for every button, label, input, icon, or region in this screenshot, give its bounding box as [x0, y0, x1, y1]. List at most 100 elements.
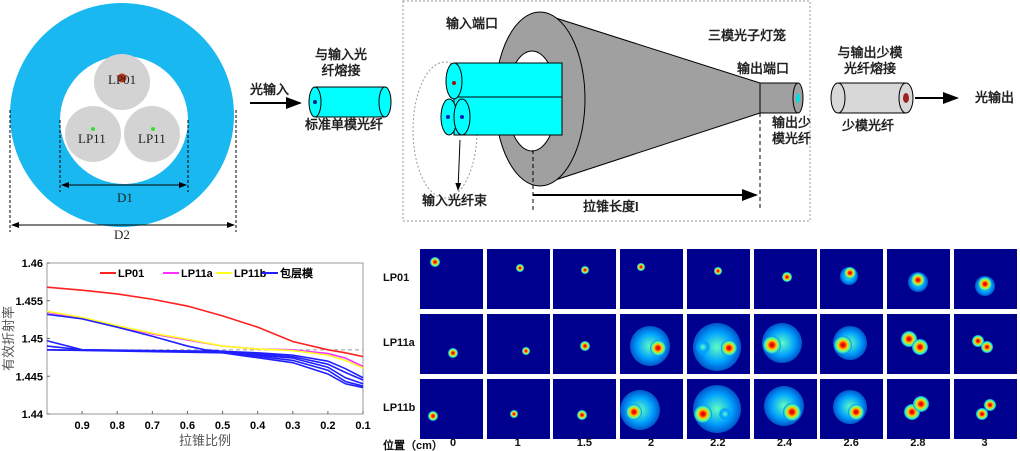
- mode-field-map: [753, 379, 817, 439]
- smf-label: 标准单模光纤: [305, 117, 384, 132]
- x-tick-label: 0.3: [285, 420, 300, 432]
- label-lp11: LP11: [78, 131, 106, 146]
- intensity-spot: [626, 404, 643, 420]
- position-label: 0: [449, 437, 457, 449]
- position-label: 2.2: [710, 437, 726, 449]
- position-label: 2.8: [910, 437, 926, 449]
- intensity-spot: [650, 340, 667, 356]
- mode-field-map: [486, 314, 550, 374]
- fmf-fiber: [830, 82, 914, 114]
- lantern-box: [402, 0, 811, 222]
- mode-row-label: LP11a: [383, 337, 415, 349]
- intensity-spot: [834, 336, 853, 354]
- mode-field-map: [820, 249, 884, 309]
- series-line-包层模: [46, 349, 364, 389]
- mode-field-map: [953, 379, 1017, 439]
- output-fmf-label-2: 模光纤: [772, 131, 812, 146]
- mode-row-label: LP01: [383, 272, 410, 284]
- x-tick-label: 0.1: [355, 420, 370, 432]
- mode-field-map: [686, 379, 750, 439]
- mode-field-map: [886, 249, 950, 309]
- mode-field-map: [953, 249, 1017, 309]
- input-port-label: 输入端口: [446, 16, 499, 31]
- core-dot: [117, 73, 127, 83]
- mode-field-map: [553, 249, 617, 309]
- intensity-spot: [430, 257, 440, 267]
- intensity-spot: [911, 339, 928, 355]
- fuse-in-label-2: 纤熔接: [321, 63, 361, 78]
- core-dot: [151, 127, 155, 131]
- mode-field-map: [753, 249, 817, 309]
- y-axis-label: 有效折射率: [1, 306, 16, 371]
- intensity-spot: [713, 267, 722, 275]
- mode-field-map: [620, 249, 684, 309]
- x-tick-label: 0.2: [320, 420, 335, 432]
- mode-field-map: [686, 249, 750, 309]
- fuse-out-label-2: 光纤熔接: [843, 61, 896, 76]
- series-line-LP11b: [46, 310, 364, 369]
- position-label: 1: [514, 437, 521, 449]
- intensity-spot: [782, 403, 801, 421]
- position-label: 3: [981, 437, 988, 449]
- plot-area: [46, 262, 364, 415]
- intensity-spot: [581, 266, 590, 274]
- intensity-spot: [980, 341, 993, 353]
- y-tick-label: 1.45: [22, 334, 43, 346]
- mode-field-map: [553, 314, 617, 374]
- x-tick-label: 0.4: [250, 420, 266, 432]
- position-axis-label: 位置（cm）: [383, 440, 443, 451]
- intensity-spot: [693, 405, 712, 423]
- light-out-label: 光输出: [975, 90, 1015, 105]
- label-lp11: LP11: [138, 131, 166, 146]
- intensity-spot: [718, 408, 731, 420]
- mode-field-map: [686, 314, 750, 374]
- intensity-spot: [521, 347, 530, 355]
- y-tick-label: 1.46: [22, 258, 43, 270]
- core-lp11-left: [65, 106, 121, 162]
- legend-entry: LP01: [118, 268, 144, 280]
- smf-fiber: [308, 86, 392, 118]
- intensity-spot: [509, 410, 518, 418]
- mode-field-map: [620, 379, 684, 439]
- mode-field-map: [753, 314, 817, 374]
- intensity-spot: [910, 273, 925, 287]
- intensity-spot: [580, 341, 591, 351]
- lantern-label: 三模光子灯笼: [708, 28, 787, 43]
- mode-field-map: [820, 314, 884, 374]
- intensity-spot: [720, 340, 737, 356]
- intensity-spot: [977, 277, 992, 291]
- fmf-label: 少模光纤: [842, 118, 895, 133]
- core-lp11-right: [124, 106, 180, 162]
- taper-length-label: 拉锥长度l: [583, 199, 639, 214]
- input-fiber-bundle: [440, 62, 563, 136]
- legend-entry: 包层模: [279, 266, 314, 280]
- intensity-spot: [983, 399, 996, 411]
- intensity-spot: [781, 272, 792, 282]
- y-tick-label: 1.455: [15, 296, 43, 308]
- fiber-cross-section: [9, 3, 237, 232]
- fuse-out-label-1: 与输出少模: [837, 45, 903, 60]
- y-tick-label: 1.445: [15, 371, 43, 383]
- lantern-diagram: [250, 0, 959, 222]
- intensity-spot: [975, 408, 988, 420]
- label-d2: D2: [114, 227, 130, 242]
- mode-field-map: [886, 379, 950, 439]
- mode-field-map: [420, 379, 483, 439]
- input-bundle-label: 输入光纤束: [422, 193, 488, 208]
- output-fmf-label-1: 输出少: [772, 115, 812, 130]
- intensity-spot: [448, 348, 458, 358]
- x-tick-label: 0.7: [145, 420, 160, 432]
- fuse-in-label-1: 与输入光: [314, 47, 367, 62]
- mode-field-map: [820, 379, 884, 439]
- x-tick-label: 0.5: [215, 420, 230, 432]
- light-in-label: 光输入: [250, 82, 290, 97]
- mode-field-map: [620, 314, 684, 374]
- legend-entry: LP11a: [181, 268, 214, 280]
- label-d1: D1: [117, 190, 133, 205]
- label-lp01: LP01: [108, 72, 137, 87]
- x-tick-label: 0.6: [180, 420, 195, 432]
- intensity-spot: [515, 264, 524, 272]
- position-label: 2.6: [843, 437, 859, 449]
